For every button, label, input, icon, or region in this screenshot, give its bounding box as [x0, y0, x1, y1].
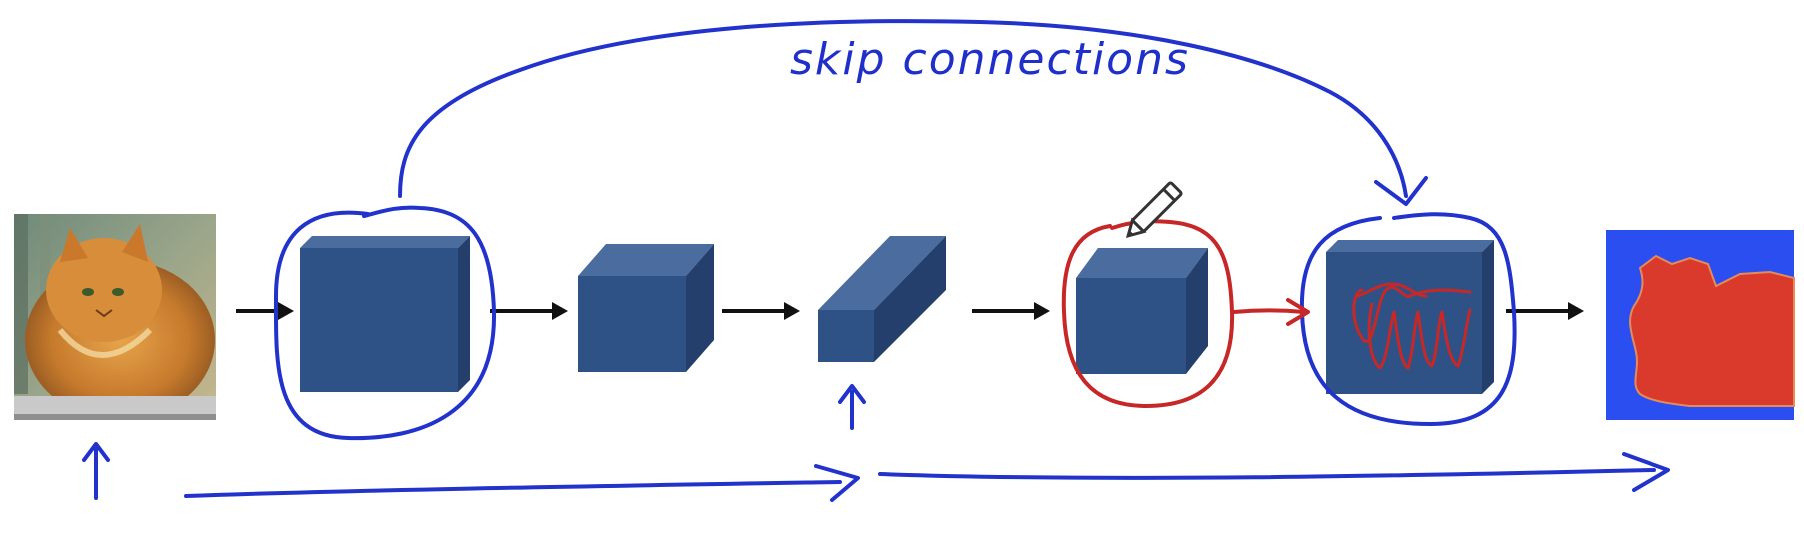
flow-arrows — [236, 302, 1584, 320]
decoder-path-arrowhead — [1622, 452, 1670, 492]
encoder-block-2 — [578, 244, 714, 372]
encoder-block-1 — [300, 236, 470, 392]
input-image — [14, 214, 216, 420]
up-arrow-bottleneck — [838, 384, 866, 430]
red-transfer-arrow — [1232, 308, 1306, 314]
skip-connection-arrowhead — [1374, 176, 1428, 206]
red-annotations — [1061, 219, 1310, 408]
pencil-cursor-icon — [1125, 181, 1183, 239]
arrow-encoder1-to-encoder2 — [490, 302, 568, 320]
circle-encoder-block-1 — [273, 205, 497, 441]
encoder-path-arrow — [184, 480, 842, 498]
arrow-encoder2-to-bottleneck — [722, 302, 800, 320]
bottleneck-block — [818, 236, 946, 362]
arrow-decoder2-to-output — [1506, 302, 1584, 320]
skip-connection-arc — [398, 19, 1408, 198]
decoder-block-2 — [1326, 240, 1494, 394]
encoder-path-arrowhead — [814, 464, 860, 502]
red-scribble — [1352, 282, 1472, 370]
blue-annotations — [82, 19, 1670, 502]
circle-decoder-block-1 — [1061, 219, 1235, 408]
arrow-input-to-encoder1 — [236, 302, 294, 320]
skip-connections-label: skip connections — [790, 34, 1190, 85]
decoder-block-1 — [1076, 248, 1208, 374]
output-segmentation-mask — [1606, 230, 1795, 420]
decoder-path-arrow — [878, 468, 1656, 480]
up-arrow-input — [82, 442, 110, 500]
circle-decoder-block-2 — [1299, 212, 1517, 426]
red-transfer-arrowhead — [1286, 298, 1310, 326]
arrow-bottleneck-to-decoder1 — [972, 302, 1050, 320]
